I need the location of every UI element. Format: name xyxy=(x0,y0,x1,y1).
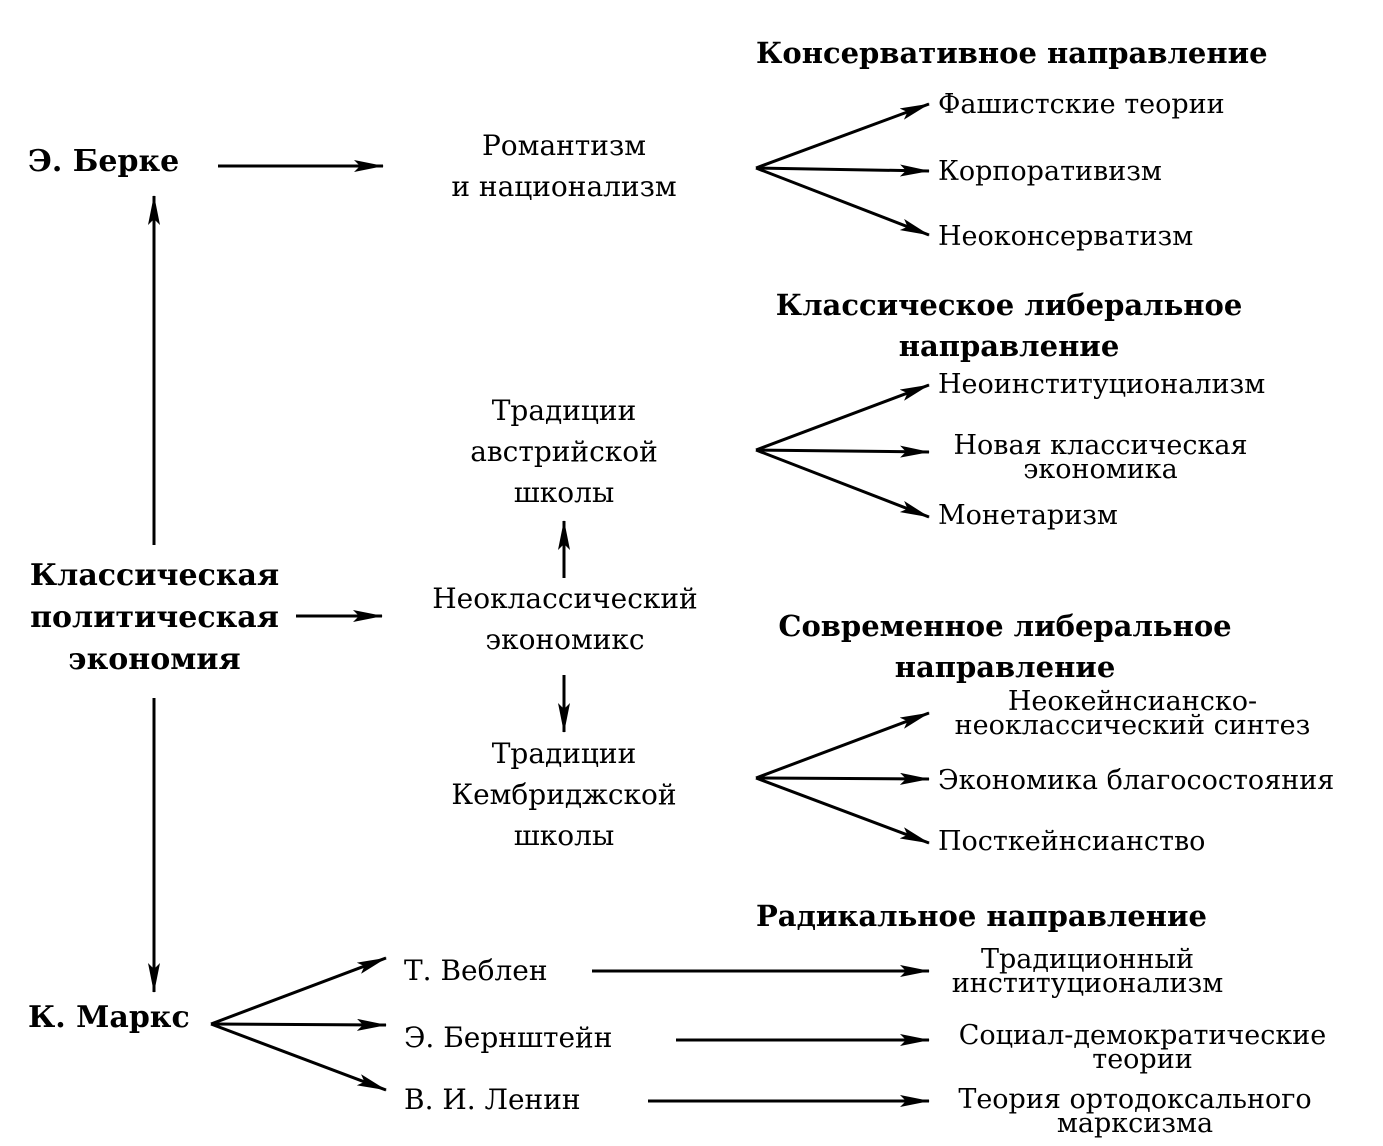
node-romanticism-line-2: и национализм xyxy=(451,170,677,203)
item-orthodox-line-1: Теория ортодоксального xyxy=(958,1084,1312,1115)
heading-classical-liberal: Классическое либеральное направление xyxy=(750,285,1268,367)
item-new-classical-economics: Новая классическая экономика xyxy=(938,430,1263,485)
node-romanticism-line-1: Романтизм xyxy=(481,129,647,162)
arrow-marx-bernstein xyxy=(210,1018,387,1031)
node-neoclassical-line-1: Неоклассический xyxy=(432,582,698,615)
heading-modern-liberal-line-2: направление xyxy=(894,650,1116,684)
node-cambridge-line-3: школы xyxy=(513,819,615,852)
heading-conservative: Консервативное направление xyxy=(756,36,1268,70)
item-traditional-institutionalism: Традиционный институционализм xyxy=(935,944,1240,999)
arrow-marx-veblen xyxy=(210,956,387,1026)
node-classical-line-3: экономия xyxy=(68,642,241,677)
item-socdem-line-2: теории xyxy=(1092,1044,1193,1075)
node-burke: Э. Берке xyxy=(28,144,180,179)
heading-modern-liberal: Современное либеральное направление xyxy=(750,606,1260,688)
node-veblen: Т. Веблен xyxy=(404,954,548,987)
item-orthodox-marxism: Теория ортодоксального марксизма xyxy=(935,1084,1335,1139)
node-cambridge-line-2: Кембриджской xyxy=(451,778,677,811)
arrow-austrian-monetarism xyxy=(755,448,930,519)
item-postkeynesianism: Посткейнсианство xyxy=(938,826,1206,857)
arrow-romanticism-fascist xyxy=(755,102,930,170)
node-classical-political-economy: Классическая политическая экономия xyxy=(22,555,287,681)
item-neoconservatism: Неоконсерватизм xyxy=(938,221,1194,252)
item-new-classical-line-2: экономика xyxy=(1023,454,1178,485)
node-bernstein: Э. Бернштейн xyxy=(404,1021,613,1054)
item-traditional-line-1: Традиционный xyxy=(980,944,1195,975)
item-new-classical-line-1: Новая классическая xyxy=(953,430,1248,461)
heading-modern-liberal-line-1: Современное либеральное xyxy=(778,609,1232,643)
item-corporativism: Корпоративизм xyxy=(938,156,1162,187)
node-cambridge-school: Традиции Кембриджской школы xyxy=(414,733,714,856)
arrow-austrian-new-classical xyxy=(755,445,930,458)
item-welfare-economics: Экономика благосостояния xyxy=(938,765,1335,796)
item-orthodox-line-2: марксизма xyxy=(1056,1108,1214,1139)
arrow-austrian-neoinstitutionalism xyxy=(755,383,930,452)
node-cambridge-line-1: Традиции xyxy=(491,737,637,770)
item-traditional-line-2: институционализм xyxy=(951,968,1224,999)
node-lenin: В. И. Ленин xyxy=(404,1083,581,1116)
arrow-marx-lenin xyxy=(210,1022,387,1092)
node-austrian-line-1: Традиции xyxy=(491,394,637,427)
item-neokeynesian-synthesis: Неокейнсианско- неоклассический синтез xyxy=(935,686,1330,741)
heading-classical-liberal-line-1: Классическое либеральное xyxy=(775,288,1243,322)
node-classical-line-2: политическая xyxy=(30,600,279,635)
item-fascist-theories: Фашистские теории xyxy=(938,89,1225,120)
arrow-romanticism-neoconservatism xyxy=(755,166,930,237)
item-socdem-line-1: Социал-демократические xyxy=(958,1020,1327,1051)
arrow-romanticism-corporativism xyxy=(755,164,930,177)
heading-radical: Радикальное направление xyxy=(756,899,1207,933)
arrow-cambridge-welfare xyxy=(755,772,930,785)
node-romanticism: Романтизм и национализм xyxy=(414,125,714,207)
node-neoclassical-economics: Неоклассический экономикс xyxy=(400,578,730,660)
heading-classical-liberal-line-2: направление xyxy=(898,329,1120,363)
item-synthesis-line-1: Неокейнсианско- xyxy=(1007,686,1258,717)
arrow-cambridge-synthesis xyxy=(755,711,930,780)
node-austrian-school: Традиции австрийской школы xyxy=(414,390,714,513)
item-social-democratic-theories: Социал-демократические теории xyxy=(935,1020,1350,1075)
node-marx: К. Маркс xyxy=(28,1000,190,1035)
item-synthesis-line-2: неоклассический синтез xyxy=(954,710,1311,741)
item-neoinstitutionalism: Неоинституционализм xyxy=(938,369,1266,400)
node-austrian-line-2: австрийской xyxy=(470,435,658,468)
node-austrian-line-3: школы xyxy=(513,476,615,509)
node-classical-line-1: Классическая xyxy=(29,558,280,593)
arrow-cambridge-postkeynes xyxy=(755,776,930,845)
item-monetarism: Монетаризм xyxy=(938,500,1118,531)
node-neoclassical-line-2: экономикс xyxy=(485,623,645,656)
